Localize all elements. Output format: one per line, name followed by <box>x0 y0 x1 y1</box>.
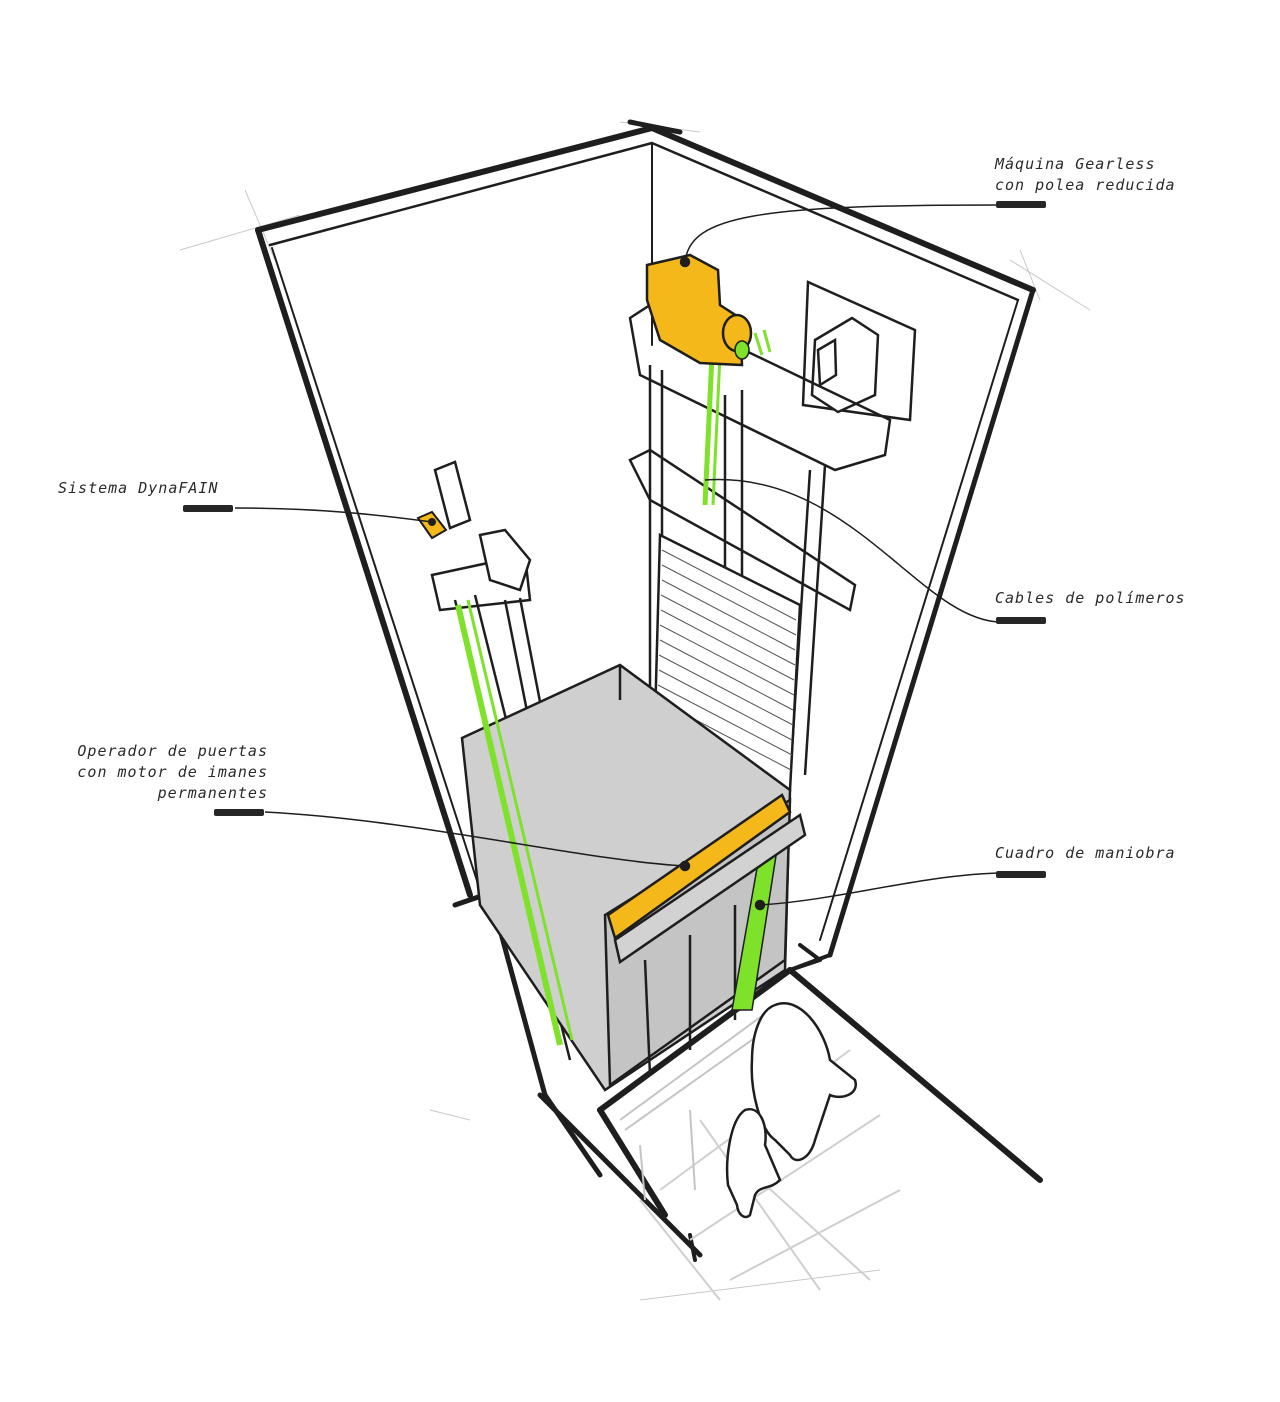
label-line: permanentes <box>157 784 268 802</box>
label-line: Operador de puertas <box>77 742 268 760</box>
label-line: Sistema DynaFAIN <box>58 479 219 497</box>
polymer-cables <box>455 329 781 1046</box>
label-bar <box>214 809 264 816</box>
label-line: Cuadro de maniobra <box>995 844 1176 862</box>
label-line: Cables de polímeros <box>995 589 1186 607</box>
control-cabinet <box>801 280 917 422</box>
label-polymer-cables: Cables de polímeros <box>995 588 1186 609</box>
label-gearless-machine: Máquina Gearless con polea reducida <box>995 154 1176 196</box>
gearless-machine <box>645 253 753 367</box>
people-figures <box>725 1002 858 1219</box>
dynafain-device <box>416 510 448 540</box>
label-door-operator: Operador de puertas con motor de imanes … <box>56 741 268 804</box>
shaft-walls <box>255 119 1043 1262</box>
label-bar <box>996 201 1046 208</box>
adult-figure <box>750 1002 858 1162</box>
label-line: con polea reducida <box>995 176 1176 194</box>
label-bar <box>996 617 1046 624</box>
leader-lines <box>234 204 1001 906</box>
label-bar <box>183 505 233 512</box>
label-line: Máquina Gearless <box>995 155 1156 173</box>
label-control-panel: Cuadro de maniobra <box>995 843 1176 864</box>
label-line: con motor de imanes <box>77 763 268 781</box>
door-operator <box>606 793 807 965</box>
child-figure <box>725 1108 782 1219</box>
label-bar <box>996 871 1046 878</box>
label-dynafain: Sistema DynaFAIN <box>58 478 219 499</box>
